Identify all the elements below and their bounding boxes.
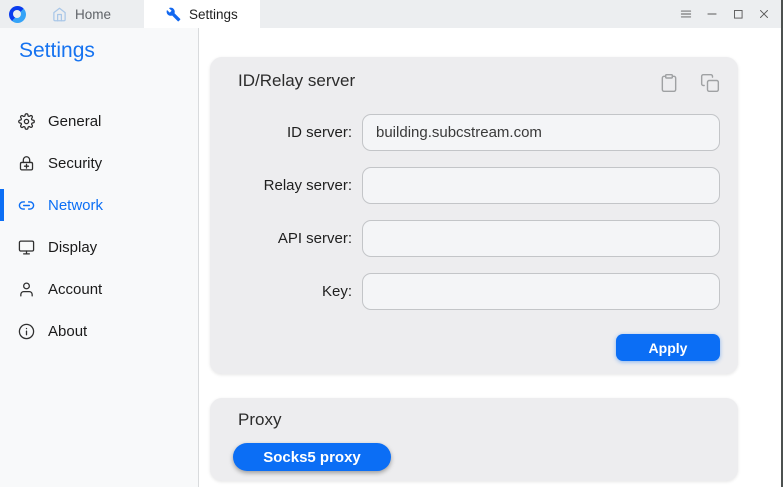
form-row-id-server: ID server:	[234, 114, 720, 151]
settings-sidebar: Settings General Security	[0, 28, 199, 487]
sidebar-item-general[interactable]: General	[0, 100, 198, 142]
window-right-edge	[781, 0, 783, 487]
tab-home[interactable]: Home	[34, 0, 129, 28]
wrench-icon	[166, 7, 181, 22]
home-icon	[52, 7, 67, 22]
proxy-card: Proxy Socks5 proxy	[210, 398, 738, 481]
link-icon	[18, 197, 35, 214]
sidebar-item-label: General	[48, 112, 102, 130]
window-controls	[673, 0, 783, 28]
close-button[interactable]	[751, 0, 777, 28]
api-server-input[interactable]	[362, 220, 720, 257]
sidebar-item-network[interactable]: Network	[0, 184, 198, 226]
page-title: Settings	[19, 39, 95, 62]
tab-home-label: Home	[75, 6, 112, 22]
paste-clipboard-icon[interactable]	[659, 73, 679, 93]
info-icon	[18, 323, 35, 340]
form-row-relay-server: Relay server:	[234, 167, 720, 204]
id-server-label: ID server:	[286, 124, 352, 141]
sidebar-item-label: Account	[48, 280, 103, 298]
sidebar-item-about[interactable]: About	[0, 310, 198, 352]
app-logo	[0, 0, 34, 28]
menu-icon[interactable]	[673, 0, 699, 28]
sidebar-item-label: Display	[48, 238, 98, 256]
sidebar-item-label: Security	[48, 154, 103, 172]
relay-server-label: Relay server:	[263, 177, 352, 194]
tab-settings-label: Settings	[189, 6, 238, 22]
api-server-label: API server:	[277, 230, 352, 247]
main-panel: ID/Relay server ID server:	[199, 28, 783, 487]
id-relay-server-card: ID/Relay server ID server:	[210, 57, 738, 374]
sidebar-item-security[interactable]: Security	[0, 142, 198, 184]
sidebar-item-display[interactable]: Display	[0, 226, 198, 268]
proxy-card-title: Proxy	[238, 410, 282, 429]
copy-icon[interactable]	[700, 73, 720, 93]
card-title: ID/Relay server	[238, 71, 356, 90]
maximize-button[interactable]	[725, 0, 751, 28]
content-area: Settings General Security	[0, 28, 783, 487]
sidebar-item-label: Network	[48, 196, 104, 214]
person-icon	[18, 281, 35, 298]
tab-settings[interactable]: Settings	[144, 0, 260, 28]
key-label: Key:	[321, 283, 352, 300]
server-form: ID server: Relay server: API server: Key…	[234, 114, 720, 310]
settings-nav: General Security Network	[0, 100, 198, 352]
relay-server-input[interactable]	[362, 167, 720, 204]
lock-icon	[18, 155, 35, 172]
id-server-input[interactable]	[362, 114, 720, 151]
sidebar-item-account[interactable]: Account	[0, 268, 198, 310]
tab-bar: Home Settings	[0, 0, 783, 28]
gear-icon	[18, 112, 35, 130]
socks5-proxy-button[interactable]: Socks5 proxy	[233, 443, 391, 471]
rustdesk-logo-icon	[8, 5, 26, 23]
form-row-key: Key:	[234, 273, 720, 310]
apply-button[interactable]: Apply	[616, 334, 720, 361]
sidebar-item-label: About	[48, 322, 88, 340]
key-input[interactable]	[362, 273, 720, 310]
minimize-button[interactable]	[699, 0, 725, 28]
monitor-icon	[18, 239, 35, 256]
form-row-api-server: API server:	[234, 220, 720, 257]
